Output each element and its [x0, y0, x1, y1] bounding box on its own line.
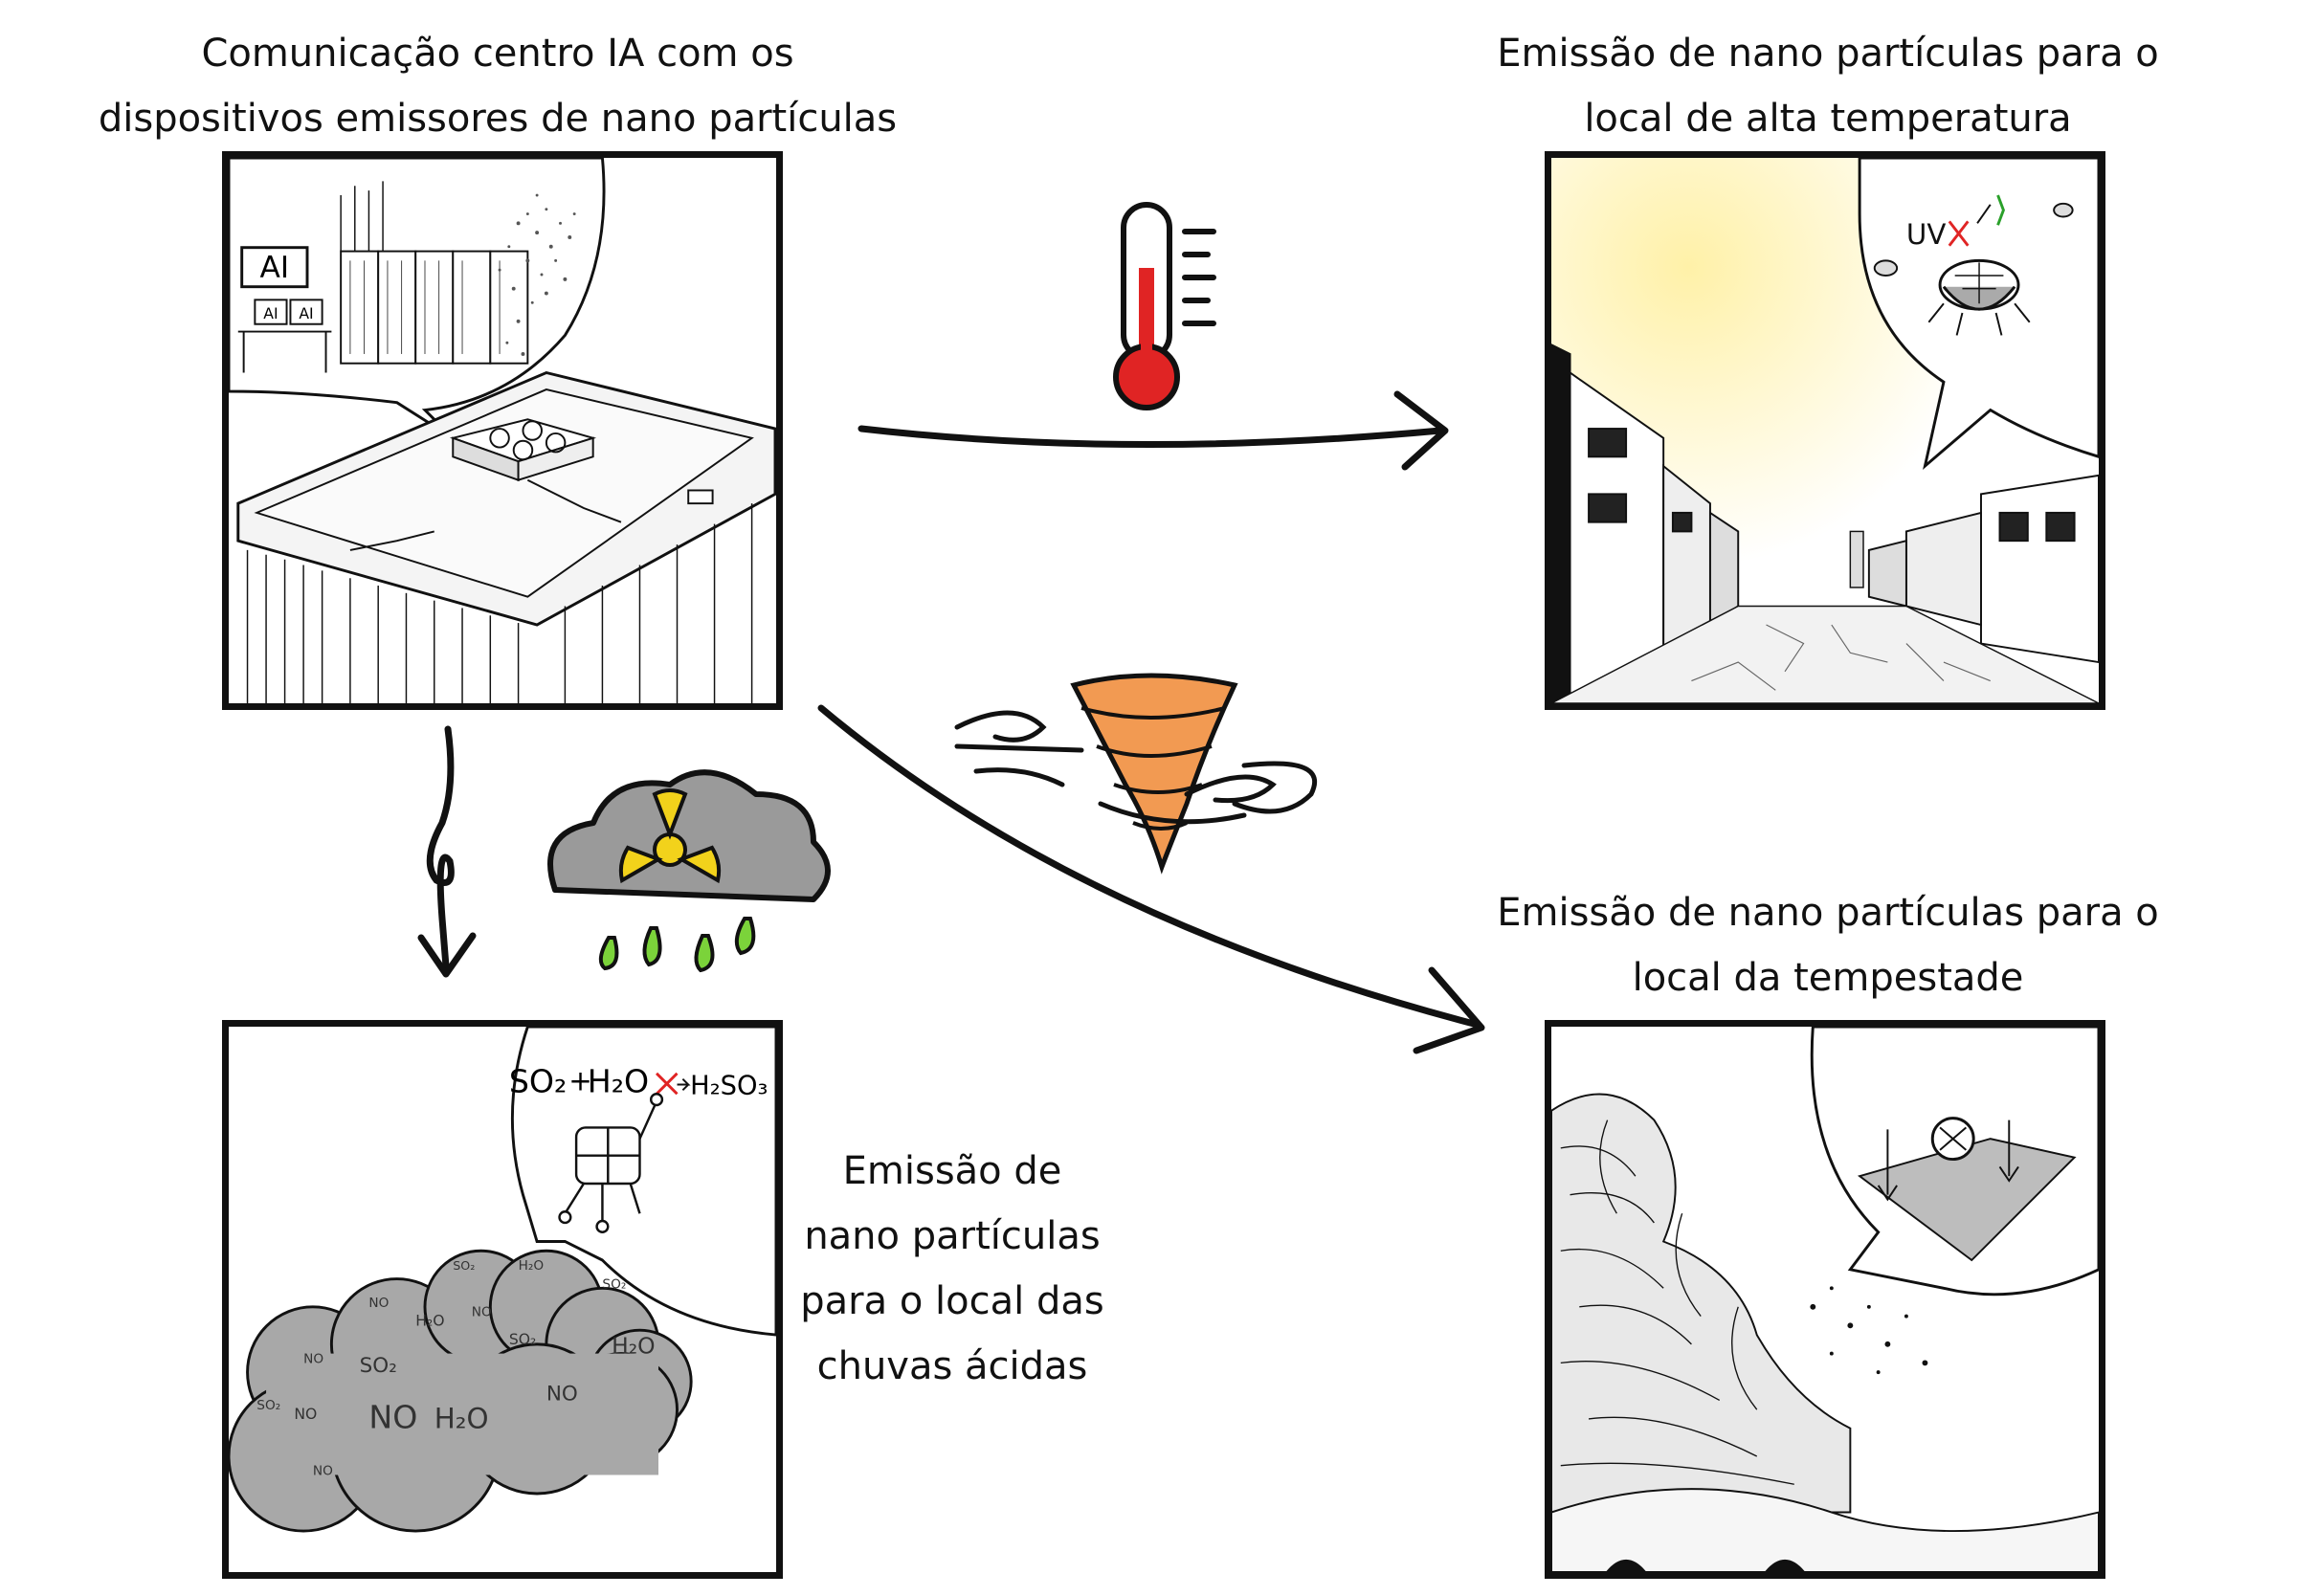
cloud-label: NO [546, 1382, 578, 1406]
arrow-head-high-temperature [1393, 390, 1449, 471]
panel-storm [1545, 1020, 2105, 1579]
equation-h2o: H₂O [588, 1062, 649, 1099]
ai-screen-small-label-1: AI [263, 305, 278, 322]
heat-city-illustration: UV [1551, 158, 2099, 703]
cloud-label: NO [313, 1463, 333, 1478]
cloud-label: NO [368, 1399, 417, 1436]
ai-screen-large-label: AI [260, 251, 290, 285]
cloud-label: NO [472, 1305, 492, 1320]
reaction-blocked-cross-icon [656, 1072, 679, 1096]
caption-ai-center: Comunicação centro IA com os dispositivo… [98, 32, 898, 141]
cloud-label: H₂O [434, 1403, 489, 1435]
equation-plus: + [568, 1064, 592, 1097]
equation-product: H₂SO₃ [690, 1071, 768, 1100]
nano-device-icon [558, 1093, 664, 1233]
cloud-label: NO [294, 1406, 317, 1423]
equation-so2: SO₂ [509, 1062, 567, 1099]
arrow-head-acid-rain [417, 932, 477, 978]
check-icon [1996, 194, 2005, 226]
uv-label: UV [1906, 218, 1946, 251]
arrow-to-storm [817, 704, 1478, 1028]
cloud-label: SO₂ [360, 1354, 397, 1378]
radioactive-cloud-icon [547, 769, 831, 973]
nano-device-icon [1930, 1117, 1975, 1162]
caption-acid-rain: Emissão de nano partículas para o local … [800, 1149, 1104, 1388]
ai-screen-small-label-2: AI [299, 305, 313, 322]
tornado-icon [954, 673, 1318, 875]
panel-acid-rain: SO₂ + H₂O H₂SO₃ NO SO₂ NO H₂O SO₂ NO H₂O [222, 1020, 783, 1579]
uv-cross-icon [1948, 220, 1970, 247]
cloud-label: SO₂ [509, 1331, 536, 1348]
cloud-label: NO [303, 1351, 323, 1366]
cloud-label: NO [368, 1296, 389, 1311]
panel-high-temperature: UV [1545, 151, 2105, 710]
cloud-label: SO₂ [602, 1276, 626, 1292]
storm-illustration [1551, 1027, 2099, 1572]
caption-storm: Emissão de nano partículas para o local … [1497, 891, 2159, 1000]
cloud-label: H₂O [415, 1312, 444, 1329]
reaction-arrow-icon [677, 1077, 691, 1092]
cloud-label: SO₂ [453, 1258, 475, 1273]
cloud-label: H₂O [519, 1258, 545, 1274]
nano-device-icon [1927, 258, 2031, 336]
acid-rain-illustration: SO₂ + H₂O H₂SO₃ NO SO₂ NO H₂O SO₂ NO H₂O [229, 1027, 776, 1533]
panel-ai-center: AI AI AI [222, 151, 783, 710]
arrow-to-acid-rain [426, 725, 455, 970]
arrow-head-storm [1413, 966, 1485, 1054]
ai-center-illustration: AI AI AI [229, 158, 776, 703]
cloud-label: SO₂ [256, 1398, 280, 1413]
cloud-label: H₂O [612, 1333, 655, 1360]
caption-high-temperature: Emissão de nano partículas para o local … [1497, 32, 2159, 141]
arrow-to-high-temperature [857, 425, 1444, 449]
thermometer-icon [1113, 202, 1216, 410]
